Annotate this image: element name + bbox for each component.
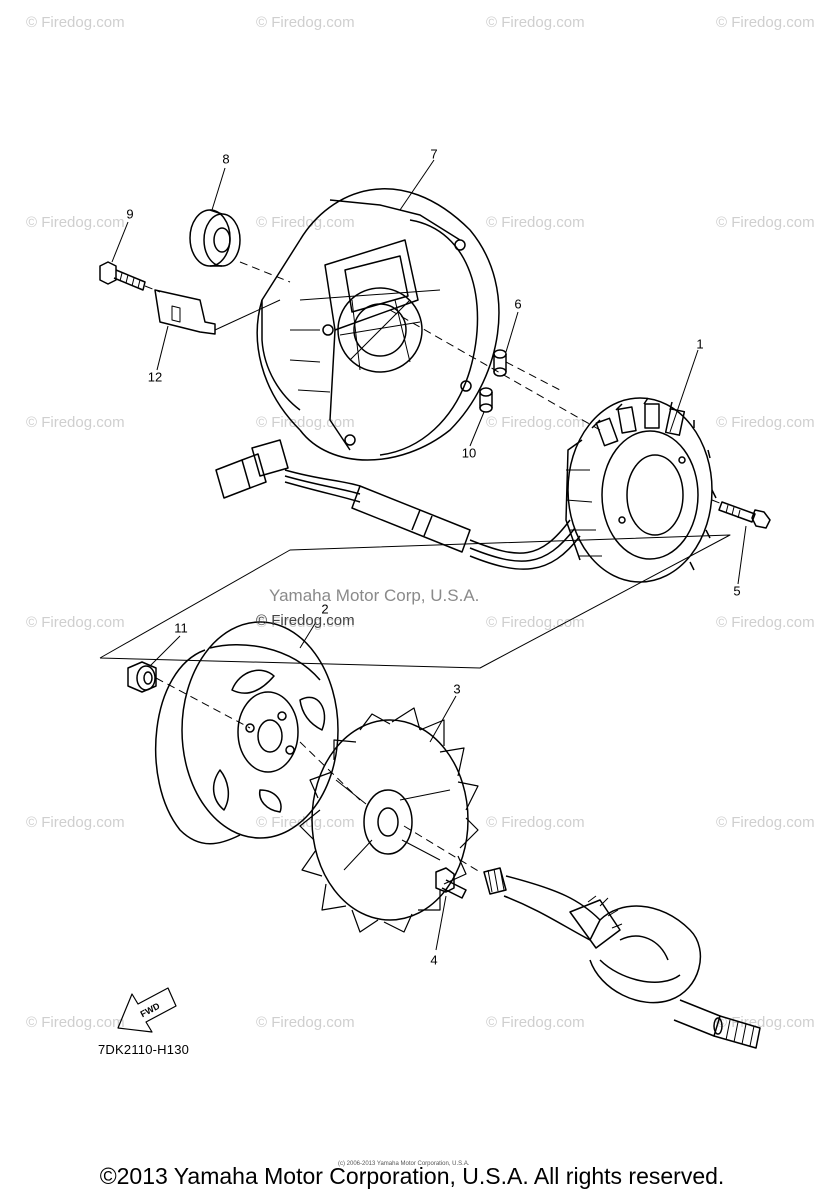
bolt-part-5: [718, 501, 771, 529]
watermark-text: © Firedog.com: [716, 614, 815, 631]
center-watermark-line2: © Firedog.com: [256, 612, 355, 629]
watermark-text: © Firedog.com: [26, 14, 125, 31]
copyright-notice: ©2013 Yamaha Motor Corporation, U.S.A. A…: [99, 1163, 725, 1189]
nut-part-11: [127, 661, 157, 693]
watermark-text: © Firedog.com: [716, 414, 815, 431]
dowel-pin-part-10: [479, 387, 493, 413]
bolt-part-9: [99, 261, 146, 291]
watermark-text: © Firedog.com: [26, 414, 125, 431]
watermark-text: © Firedog.com: [486, 614, 585, 631]
bracket-lines: [99, 299, 731, 669]
watermark-text: © Firedog.com: [26, 614, 125, 631]
watermark-text: © Firedog.com: [26, 814, 125, 831]
callout-6: 6: [514, 296, 522, 312]
watermark-text: © Firedog.com: [486, 1014, 585, 1031]
callout-5: 5: [733, 583, 741, 599]
cooling-fan: [299, 707, 479, 933]
callout-10: 10: [461, 445, 477, 461]
wiring-harness: [215, 439, 581, 570]
watermark-text: © Firedog.com: [486, 214, 585, 231]
watermark-text: © Firedog.com: [26, 1014, 125, 1031]
callout-7: 7: [430, 146, 438, 162]
tiny-copyright: (c) 2006-2013 Yamaha Motor Corporation, …: [338, 1161, 470, 1167]
flywheel-rotor: [155, 621, 339, 845]
watermark-text: © Firedog.com: [716, 1014, 815, 1031]
callout-4: 4: [430, 952, 438, 968]
watermark-text: © Firedog.com: [256, 614, 355, 631]
watermark-text: © Firedog.com: [256, 214, 355, 231]
generator-cover: [256, 188, 500, 461]
callout-1: 1: [696, 336, 704, 352]
callout-11: 11: [174, 620, 188, 636]
center-watermark-line1: Yamaha Motor Corp, U.S.A.: [269, 586, 480, 605]
fwd-arrow-icon: [117, 987, 177, 1033]
watermark-text: © Firedog.com: [716, 214, 815, 231]
watermark-text: © Firedog.com: [716, 814, 815, 831]
callout-9: 9: [126, 206, 134, 222]
bolt-part-4: [435, 867, 467, 899]
leader-lines: [111, 159, 747, 951]
watermark-text: © Firedog.com: [486, 14, 585, 31]
callout-2: 2: [321, 601, 329, 617]
watermark-text: © Firedog.com: [256, 14, 355, 31]
watermark-text: © Firedog.com: [486, 414, 585, 431]
watermark-text: © Firedog.com: [26, 214, 125, 231]
watermark-text: © Firedog.com: [486, 814, 585, 831]
watermark-text: © Firedog.com: [256, 1014, 355, 1031]
watermark-text: © Firedog.com: [716, 14, 815, 31]
crankshaft: [483, 867, 761, 1049]
callout-8: 8: [222, 151, 230, 167]
diagram-code: 7DK2110-H130: [98, 1042, 190, 1057]
callout-12: 12: [147, 369, 163, 385]
assembly-lines: [144, 261, 723, 873]
grommet: [189, 209, 241, 267]
clamp-part-12: [154, 289, 216, 335]
dowel-pin-part-6: [493, 349, 507, 377]
callout-3: 3: [453, 681, 461, 697]
